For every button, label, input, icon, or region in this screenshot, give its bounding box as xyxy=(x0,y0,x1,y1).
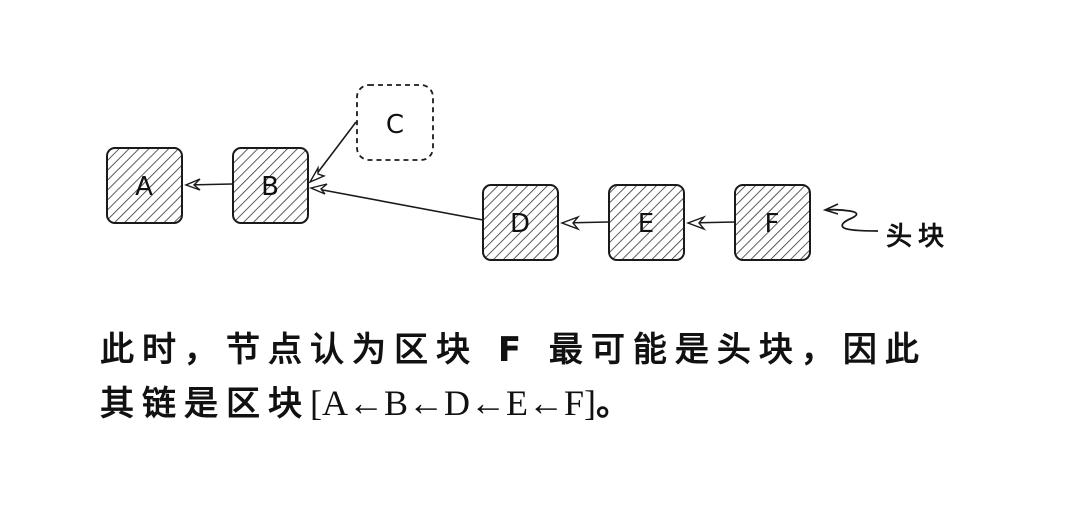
block-label-c: C xyxy=(386,110,404,140)
arrowhead-e-to-d xyxy=(560,215,581,231)
caption-line-2: 其链是区块[A←B←D←E←F]。 xyxy=(100,376,638,425)
arrowhead-d-to-b xyxy=(308,183,328,195)
block-label-a: A xyxy=(135,172,153,202)
head-pointer-squiggle xyxy=(825,208,879,232)
block-node-a[interactable]: A xyxy=(106,147,183,224)
chain-notation: [A←B←D←E←F] xyxy=(310,383,596,423)
caption-line-2-suffix: 。 xyxy=(596,384,638,424)
head-pointer-arrowhead xyxy=(822,203,839,215)
head-block-label: 头块 xyxy=(886,222,950,252)
block-node-d[interactable]: D xyxy=(482,184,559,261)
arrowhead-b-to-a xyxy=(184,178,201,191)
block-node-e[interactable]: E xyxy=(608,184,685,261)
edge-d-to-b xyxy=(311,187,484,221)
block-label-e: E xyxy=(638,209,654,239)
caption-line-1: 此时，节点认为区块 F 最可能是头块，因此 xyxy=(100,330,927,370)
block-label-b: B xyxy=(261,172,279,202)
arrowhead-f-to-e xyxy=(686,215,707,231)
block-node-c[interactable]: C xyxy=(356,84,434,161)
caption-line-2-prefix: 其链是区块 xyxy=(100,384,310,424)
block-label-f: F xyxy=(765,209,780,239)
arrowhead-c-to-b xyxy=(308,165,326,184)
edges xyxy=(184,121,879,232)
nodes: A B C D E F xyxy=(106,84,811,261)
block-node-b[interactable]: B xyxy=(232,147,309,224)
block-label-d: D xyxy=(510,209,530,239)
block-node-f[interactable]: F xyxy=(734,184,811,261)
